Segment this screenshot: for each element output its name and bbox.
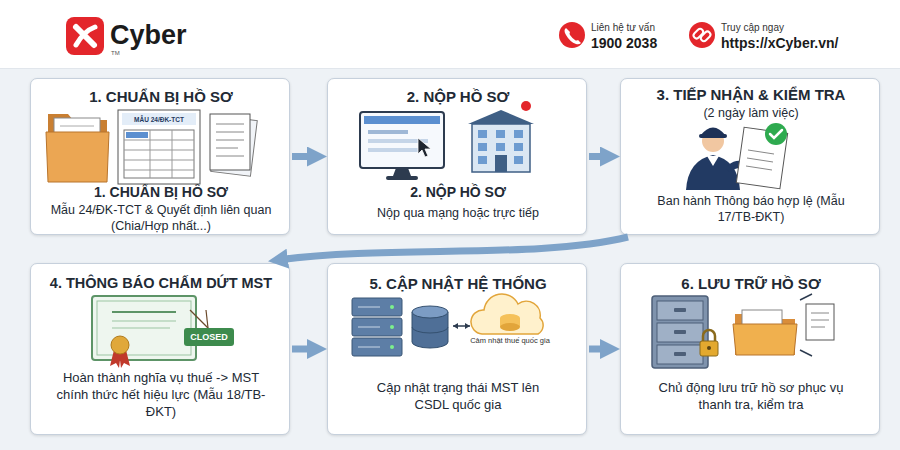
cloud-caption: Cảm nhật thuế quốc gia (470, 337, 550, 346)
website-url: https://xCyber.vn/ (721, 35, 838, 51)
step-heading: 1. CHUẨN BỊ HỒ SƠ (36, 183, 286, 201)
step-description: Mẫu 24/ĐK-TCT & Quyết định liên quan (Ch… (44, 202, 279, 235)
phone-icon-part (559, 22, 585, 48)
flow-arrow (292, 346, 315, 353)
step-heading: 3. TIẾP NHẬN & KIỂM TRA (626, 85, 876, 105)
logo-icon-part (66, 17, 104, 55)
closed-sign: CLOSED (184, 332, 234, 342)
link-icon-part (700, 30, 712, 42)
step-heading: 1. CHUẨN BỊ HỒ SƠ (36, 87, 286, 107)
link-caption: Truy cập ngay (721, 22, 784, 34)
logo-icon (66, 17, 104, 55)
flow-arrow (292, 153, 315, 160)
brand-name: Cyber (110, 20, 187, 51)
link-icon (689, 22, 715, 48)
phone-icon-part (565, 28, 582, 44)
step-description: Chủ động lưu trữ hồ sơ phục vụ thanh tra… (644, 380, 859, 414)
step-box: 2. NỘP HỒ SƠ 2. NỘP HỒ SƠ Nộp qua mạng hoặ… (327, 78, 587, 235)
step-heading: 2. NỘP HỒ SƠ (333, 183, 583, 201)
link-icon-part (689, 22, 715, 48)
step-box: 4. THÔNG BÁO CHẤM DỨT MST Hoàn thành nghĩ… (30, 263, 290, 435)
step-description: Cập nhật trạng thái MST lên CSDL quốc gi… (358, 380, 558, 414)
step-heading: 4. THÔNG BÁO CHẤM DỨT MST (34, 274, 289, 293)
flow-arrow (589, 153, 608, 160)
flow-arrow (280, 237, 628, 260)
link-icon-part (692, 28, 704, 40)
contact-caption: Liên hệ tư vấn (591, 22, 655, 34)
logo-icon-part (76, 27, 94, 45)
phone-icon (559, 22, 585, 48)
step-description: Hoàn thành nghĩa vụ thuế -> MST chính th… (51, 370, 271, 421)
hotline-number: 1900 2038 (591, 35, 657, 51)
step-heading: 6. LƯU TRỮ HỒ SƠ (626, 274, 876, 294)
step-box: 1. CHUẨN BỊ HỒ SƠ1. CHUẨN BỊ HỒ SƠMẫu 24… (30, 78, 290, 235)
step-description: Ban hành Thông báo hợp lệ (Mẫu 17/TB-ĐKT… (656, 193, 846, 226)
trademark-mark: TM (111, 50, 120, 57)
step-box: 5. CẬP NHẬT HỆ THỐNG Cập nhật trạng thái … (327, 263, 587, 435)
step-description: (2 ngày làm việc) (636, 105, 866, 121)
step-heading: 5. CẬP NHẬT HỆ THỐNG (333, 274, 583, 294)
logo-icon-part (76, 27, 95, 45)
step-box: 3. TIẾP NHẬN & KIỂM TRA(2 ngày làm việc)… (620, 78, 880, 235)
flow-arrow (589, 346, 608, 353)
step-heading: 2. NỘP HỒ SƠ (333, 87, 583, 107)
step-box: 6. LƯU TRỮ HỒ SƠ Chủ động lưu trữ hồ sơ p… (620, 263, 880, 435)
form-title: MẪU 24/ĐK-TCT (122, 116, 196, 123)
step-description: Nộp qua mạng hoặc trực tiếp (341, 205, 576, 221)
